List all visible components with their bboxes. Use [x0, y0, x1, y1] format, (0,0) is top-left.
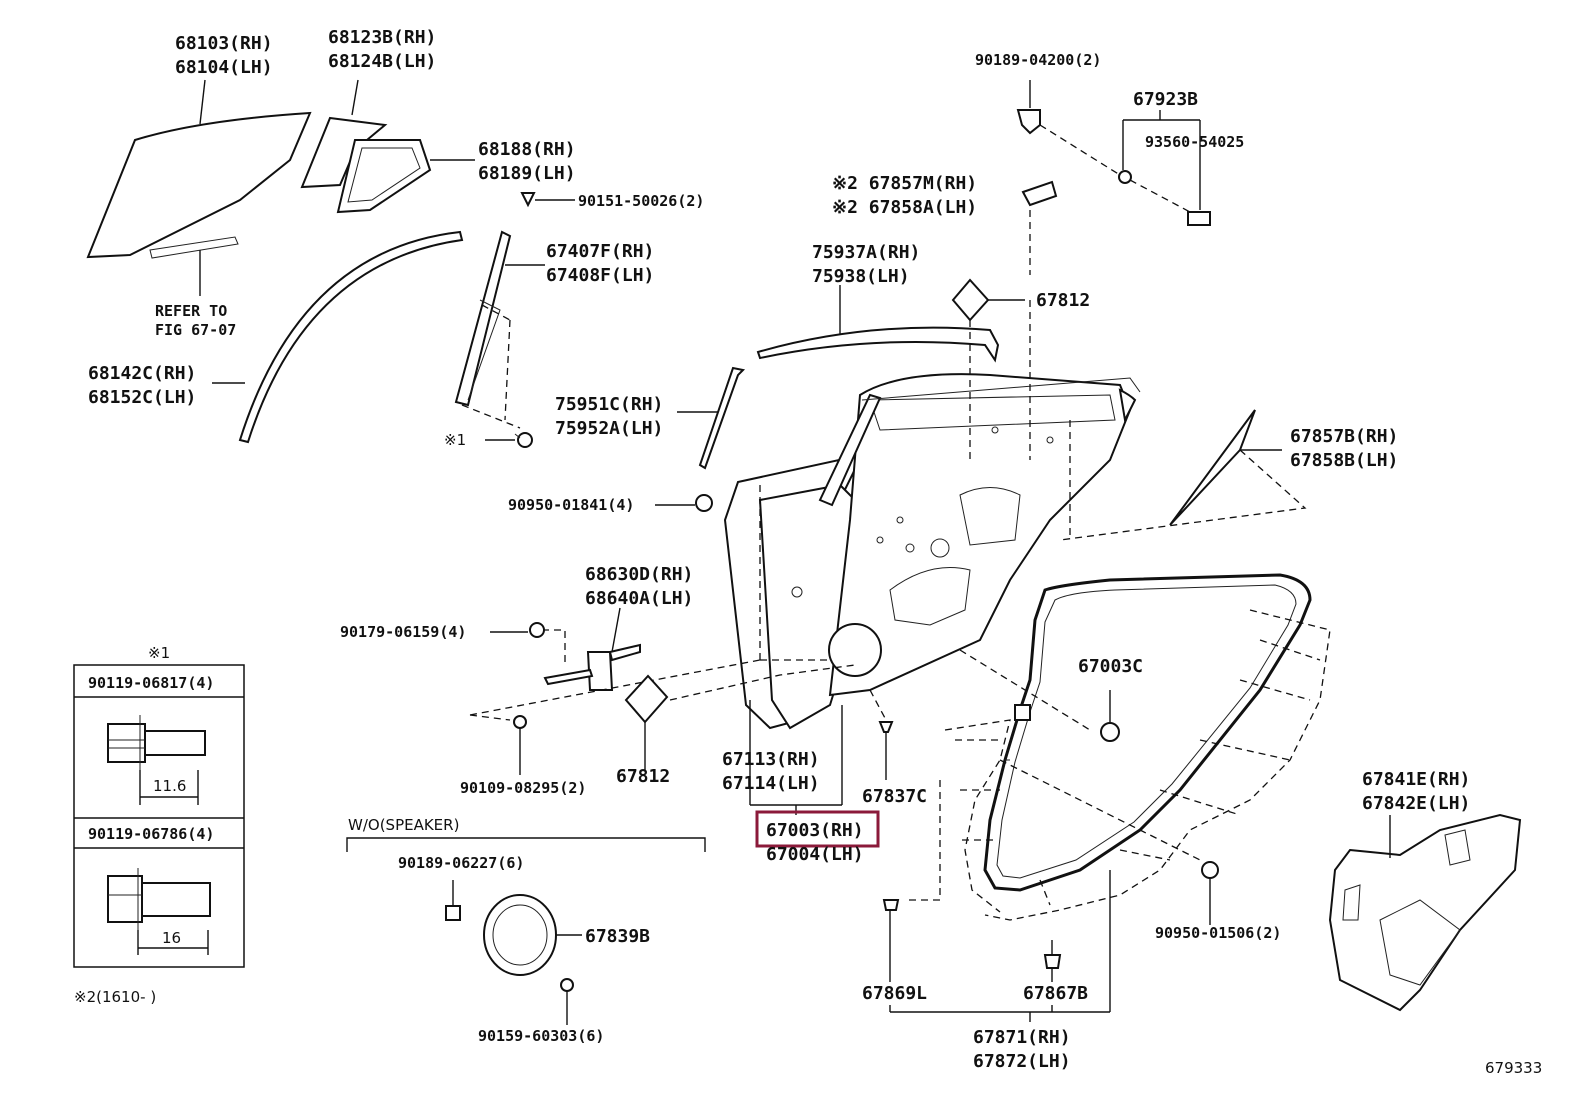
- service-cover-67841E: [1328, 813, 1522, 1012]
- label-68630D: 68630D(RH): [585, 564, 693, 585]
- label-68103: 68103(RH): [175, 33, 273, 54]
- label-67408F: 67408F(LH): [546, 265, 654, 286]
- clip-90189-04200: [1016, 80, 1121, 176]
- outer-weatherstrip: [677, 366, 746, 470]
- clip-67003C: [1100, 690, 1120, 742]
- legend-box1-part: 90119-06817(4): [88, 674, 214, 692]
- label-wo-speaker: W/O(SPEAKER): [348, 816, 459, 834]
- speaker-bracket-group: [346, 837, 706, 1025]
- diagram-number: 679333: [1485, 1059, 1542, 1077]
- label-68123B: 68123B(RH): [328, 27, 436, 48]
- label-90950-01841: 90950-01841(4): [508, 496, 634, 514]
- door-weatherstrip: [944, 573, 1331, 921]
- door-check: [530, 607, 641, 691]
- label-68142C: 68142C(RH): [88, 363, 196, 384]
- legend-box1-dim: 11.6: [153, 777, 186, 795]
- label-68104: 68104(LH): [175, 57, 273, 78]
- label-68640A: 68640A(LH): [585, 588, 693, 609]
- label-67004: 67004(LH): [766, 844, 864, 865]
- label-mark1-bolt: ※1: [444, 431, 466, 449]
- label-67872: 67872(LH): [973, 1051, 1071, 1072]
- label-90179: 90179-06159(4): [340, 623, 466, 641]
- label-67923B: 67923B: [1133, 89, 1198, 110]
- legend-table: [73, 664, 245, 968]
- label-67867B: 67867B: [1023, 983, 1088, 1004]
- bracket-67857M: [1021, 180, 1058, 275]
- label-75952A: 75952A(LH): [555, 418, 663, 439]
- label-67869L: 67869L: [862, 983, 927, 1004]
- screw-90151: [520, 192, 575, 208]
- service-hole-cover-left: [624, 674, 669, 770]
- label-68124B: 68124B(LH): [328, 51, 436, 72]
- clip-67869L: [882, 899, 900, 982]
- division-bar: [454, 230, 545, 429]
- label-67407F: 67407F(RH): [546, 241, 654, 262]
- window-frame: [818, 377, 1141, 507]
- bolt-mark1: [485, 432, 533, 448]
- clip-90950-01841: [655, 494, 713, 512]
- highlight-box: [755, 810, 880, 848]
- label-75951C: 75951C(RH): [555, 394, 663, 415]
- label-68189: 68189(LH): [478, 163, 576, 184]
- grommet-67837C: [869, 689, 894, 780]
- rear-door-glass: [86, 79, 312, 259]
- label-67842E: 67842E(LH): [1362, 793, 1470, 814]
- label-67841E: 67841E(RH): [1362, 769, 1470, 790]
- label-75938: 75938(LH): [812, 266, 910, 287]
- label-67812-b: 67812: [1036, 290, 1090, 311]
- service-hole-cover-right: [951, 278, 1031, 460]
- label-90159: 90159-60303(6): [478, 1027, 604, 1045]
- label-68188: 68188(RH): [478, 139, 576, 160]
- label-67837C: 67837C: [862, 786, 927, 807]
- clip-90950-01506: [1201, 861, 1219, 925]
- label-75937A: 75937A(RH): [812, 242, 920, 263]
- bolt-assembly-67923B: [1118, 110, 1211, 226]
- sealing-sheet-67857B: [1059, 409, 1307, 541]
- label-68152C: 68152C(LH): [88, 387, 196, 408]
- label-90189-04200: 90189-04200(2): [975, 51, 1101, 69]
- label-67857B: 67857B(RH): [1290, 426, 1398, 447]
- label-67114: 67114(LH): [722, 773, 820, 794]
- label-93560: 93560-54025: [1145, 133, 1244, 151]
- label-67839B: 67839B: [585, 926, 650, 947]
- run-channel: [212, 230, 464, 444]
- bolt-90179: [490, 622, 545, 638]
- label-67003C: 67003C: [1078, 656, 1143, 677]
- clip-67867B: [1043, 940, 1062, 982]
- label-67113: 67113(RH): [722, 749, 820, 770]
- label-90109: 90109-08295(2): [460, 779, 586, 797]
- label-67857M: ※2 67857M(RH): [832, 173, 977, 194]
- quarter-glass-weatherstrip: [336, 139, 475, 214]
- label-67871: 67871(RH): [973, 1027, 1071, 1048]
- belt-molding: [756, 285, 1000, 363]
- label-67858B: 67858B(LH): [1290, 450, 1398, 471]
- label-67003: 67003(RH): [766, 820, 864, 841]
- label-refer-2: FIG 67-07: [155, 321, 236, 339]
- legend-box2-dim: 16: [162, 929, 181, 947]
- legend-box2-part: 90119-06786(4): [88, 825, 214, 843]
- label-90950-01506: 90950-01506(2): [1155, 924, 1281, 942]
- label-67812-a: 67812: [616, 766, 670, 787]
- label-refer-1: REFER TO: [155, 302, 227, 320]
- bolt-90109: [513, 715, 527, 775]
- label-90151: 90151-50026(2): [578, 192, 704, 210]
- label-90189-06227: 90189-06227(6): [398, 854, 524, 872]
- legend-mark1: ※1: [148, 644, 170, 662]
- legend-mark2: ※2(1610- ): [74, 988, 156, 1006]
- label-67858A: ※2 67858A(LH): [832, 197, 977, 218]
